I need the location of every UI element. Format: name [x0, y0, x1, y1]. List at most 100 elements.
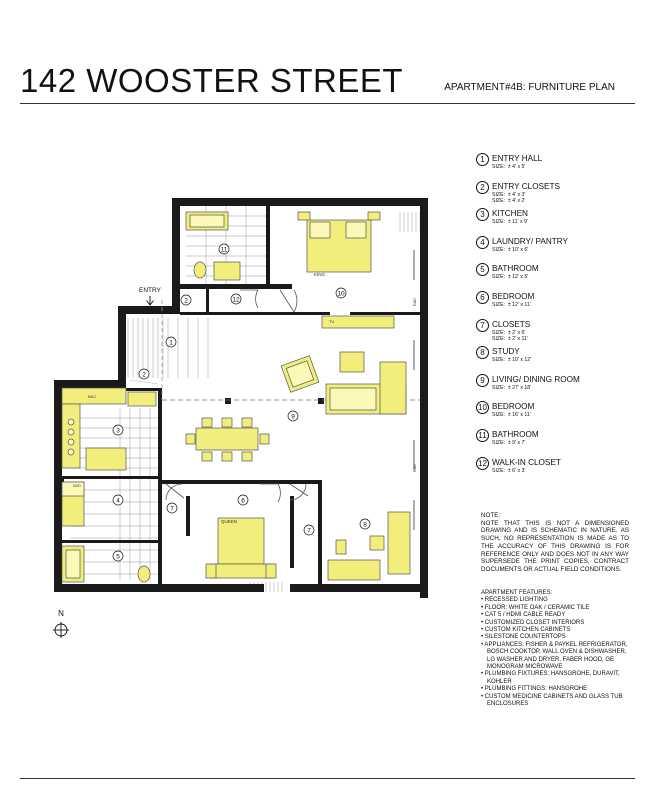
legend-number: 8	[476, 346, 489, 360]
king-label: KING	[314, 272, 326, 277]
room-tag-12: 12	[232, 297, 240, 304]
toilet-5	[137, 565, 151, 583]
feature-item: • CAT 5 / HDMI CABLE READY	[481, 612, 566, 619]
feature-item: • CUSTOM KITCHEN CABINETS	[481, 627, 571, 634]
legend-number: 2	[476, 180, 489, 194]
furniture	[61, 211, 411, 583]
feature-item: • PLUMBING FIXTURES: HANSGROHE, DURAVIT,…	[481, 671, 620, 685]
feature-item: • FLOOR: WHITE OAK / CERAMIC TILE	[481, 604, 590, 611]
entry-hall-hatch	[129, 379, 159, 385]
note-title: NOTE:	[481, 512, 501, 519]
room-tag-1: 1	[169, 340, 173, 347]
legend-room-size: SIZE: ± 4' x 5'	[492, 164, 526, 170]
legend-room-size: SIZE: ± 10' x 12'	[492, 357, 532, 364]
legend-room-name: LIVING/ DINING ROOM	[492, 374, 580, 384]
study-desk	[387, 511, 411, 575]
room-tag-2b: 2	[142, 372, 146, 379]
page-title: 142 WOOSTER STREET	[20, 62, 404, 99]
legend-number: 4	[476, 235, 489, 249]
legend-room-size: SIZE: ± 12' x 5'	[492, 274, 529, 281]
feature-item: • PLUMBING FITTINGS: HANSGROHE	[481, 686, 588, 693]
legend-room-size: SIZE: ± 27' x 18'	[492, 384, 532, 391]
room-tag-10: 10	[337, 291, 345, 298]
note-body: NOTE THAT THIS IS NOT A DIMENSIONED DRAW…	[481, 519, 629, 573]
legend-room-size: SIZE: ± 9' x 7'	[492, 439, 526, 446]
room-tag-7b: 7	[307, 528, 311, 535]
tv-console	[321, 315, 395, 329]
north-arrow-icon	[53, 622, 69, 638]
bkc-label: BKC	[88, 394, 96, 399]
disclaimer-note: NOTE: NOTE THAT THIS IS NOT A DIMENSIONE…	[481, 512, 629, 574]
room-tag-2a: 2	[184, 298, 188, 305]
feature-item: • CUSTOM MEDICINE CABINETS AND GLASS TUB…	[481, 693, 623, 708]
legend-room-size: SIZE: ± 6' x 3'	[492, 467, 526, 474]
legend-room-name: ENTRY CLOSETS	[492, 181, 560, 191]
toilet-11	[193, 261, 207, 279]
rad-label-2: RAD	[413, 464, 417, 472]
ottoman	[339, 351, 365, 373]
kitchen-counter-top	[61, 387, 127, 405]
features-title: APARTMENT FEATURES:	[481, 590, 553, 596]
room-tag-3: 3	[116, 428, 120, 435]
features-list: • RECESSED LIGHTING• FLOOR: WHITE OAK / …	[481, 597, 631, 708]
feature-item: • APPLIANCES: FISHER & PAYKEL REFRIGERAT…	[481, 641, 628, 671]
legend-room-name: LAUNDRY/ PANTRY	[492, 236, 568, 246]
rad-label-1: RAD	[413, 298, 417, 306]
header-rule	[20, 103, 635, 104]
legend-room-name: CLOSETS	[492, 319, 531, 329]
feature-item: • CUSTOMIZED CLOSET INTERIORS	[481, 619, 585, 626]
legend-number: 12	[476, 456, 489, 470]
legend-number: 7	[476, 318, 489, 332]
legend-room-name: BEDROOM	[492, 402, 535, 412]
apartment-features: APARTMENT FEATURES: • RECESSED LIGHTING•…	[481, 590, 631, 709]
legend-number: 10	[476, 401, 489, 415]
queen-bed	[217, 517, 265, 565]
study-sofa	[327, 559, 381, 581]
kitchen-island	[85, 447, 127, 471]
hatch-strips	[127, 212, 421, 592]
legend-room-size: SIZE: ± 11' x 9'	[492, 219, 528, 226]
doors	[165, 289, 309, 503]
legend-room-name: BEDROOM	[492, 291, 535, 301]
room-tag-7a: 7	[170, 506, 174, 513]
queen-label: QUEEN	[221, 519, 237, 524]
room-tag-5: 5	[116, 554, 120, 561]
legend-number: 1	[476, 153, 489, 166]
room-tag-6: 6	[241, 498, 245, 505]
entry-arrow-icon	[146, 296, 154, 306]
room-tag-9: 9	[291, 414, 295, 421]
legend-room-name: KITCHEN	[492, 209, 528, 219]
legend-room-name: BATHROOM	[492, 429, 539, 439]
footer-rule	[20, 778, 635, 779]
dining-table	[195, 427, 259, 451]
legend-room-size: SIZE: ± 4' x 3' SIZE: ± 4' x 2'	[492, 191, 526, 204]
feature-item: • SILESTONE COUNTERTOPS	[481, 634, 566, 641]
room-tag-4: 4	[116, 498, 120, 505]
room-tag-8: 8	[363, 522, 367, 529]
legend-room-name: STUDY	[492, 347, 520, 357]
legend-room-size: SIZE: ± 16' x 11'	[492, 412, 531, 419]
wd-label: W/D	[73, 483, 81, 488]
entry-label: ENTRY	[139, 287, 162, 294]
legend-number: 11	[476, 428, 489, 442]
walls	[54, 198, 428, 598]
tv-label: TV	[329, 319, 334, 324]
legend-number: 6	[476, 290, 489, 304]
legend-number: 3	[476, 208, 489, 222]
legend-room-name: WALK-IN CLOSET	[492, 457, 561, 467]
kitchen-counter-left	[61, 403, 81, 469]
legend-number: 5	[476, 263, 489, 277]
